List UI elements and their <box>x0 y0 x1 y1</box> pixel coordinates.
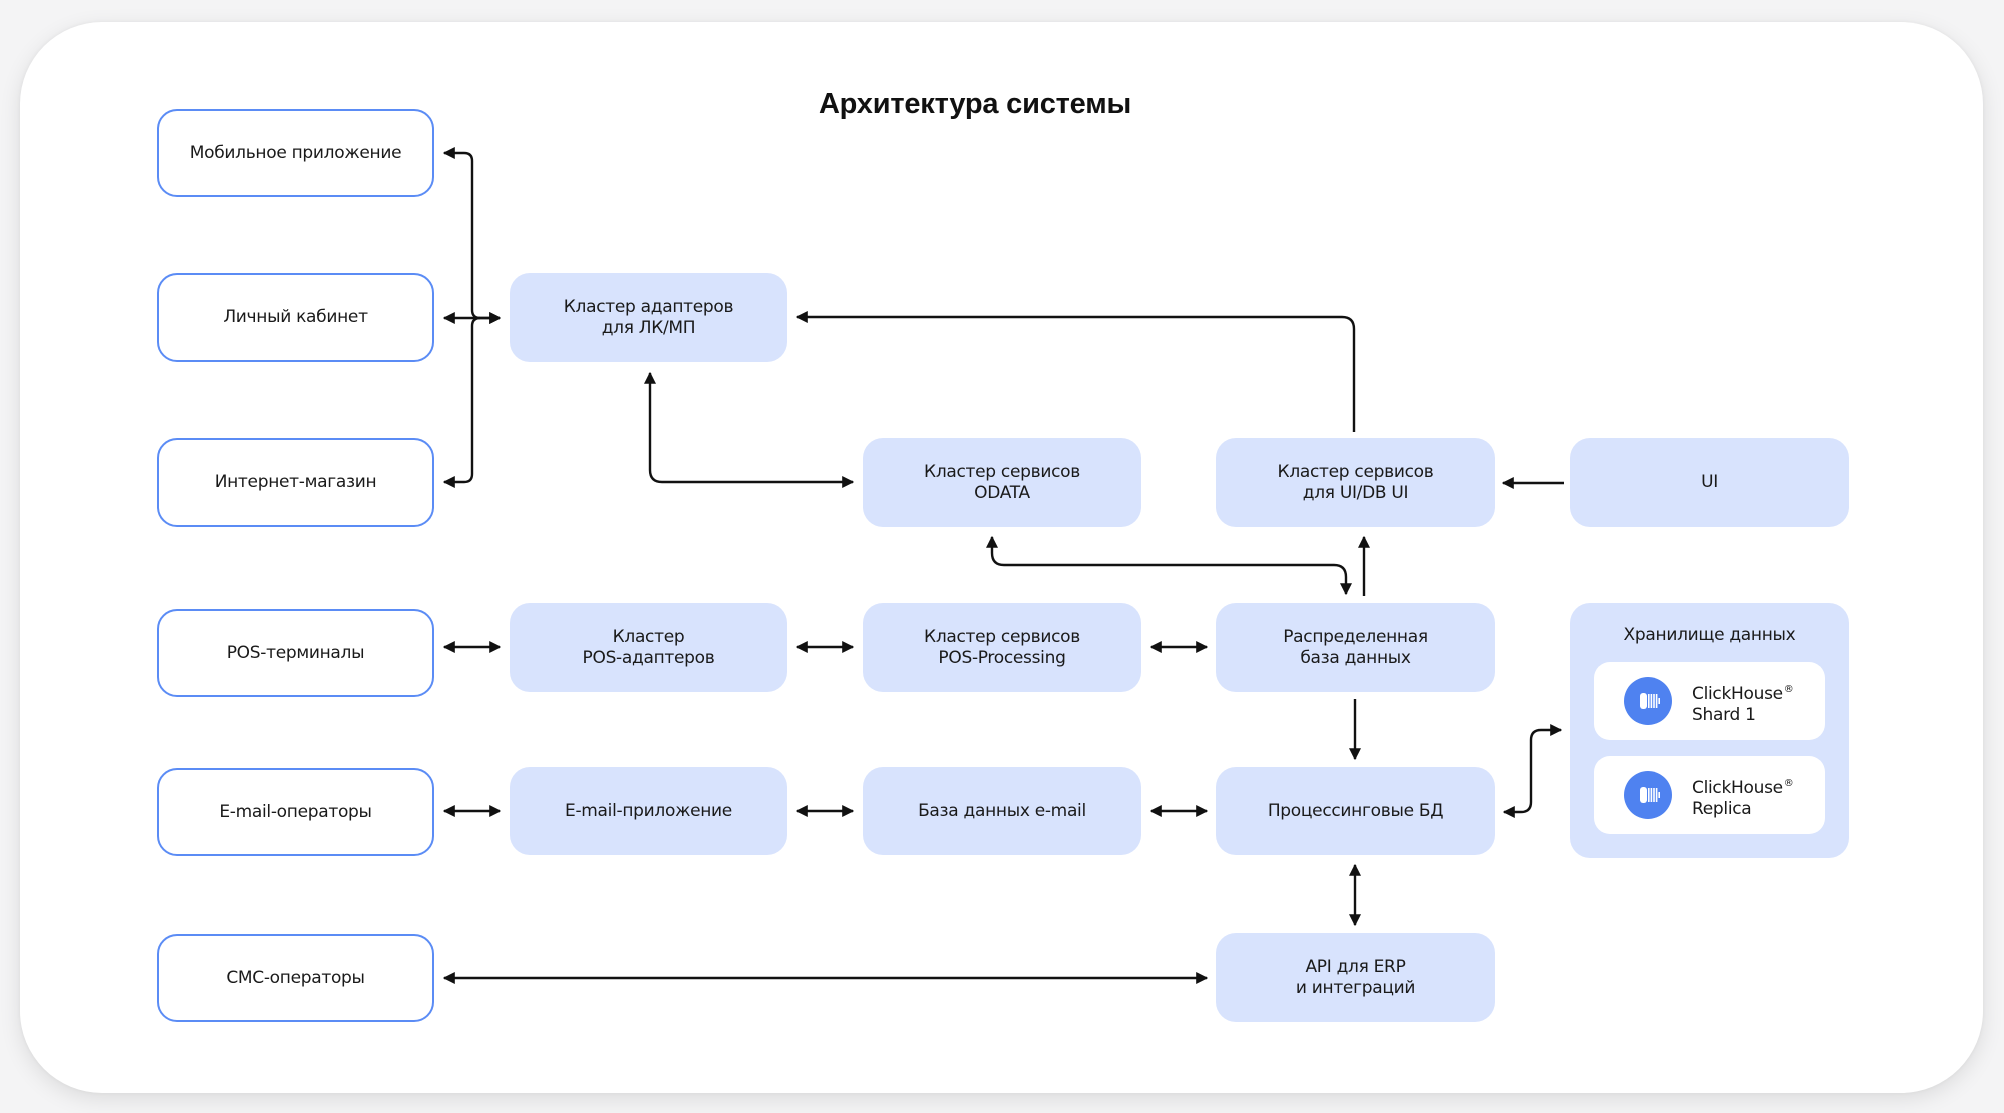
external-sms-operators[interactable]: СМС-операторы <box>157 934 434 1022</box>
service-ui[interactable]: UI <box>1570 438 1849 527</box>
node-label: API для ERP и интеграций <box>1295 956 1416 998</box>
node-label: E-mail-операторы <box>219 801 372 822</box>
data-storage-group[interactable]: Хранилище данных ClickHouse® Shard 1 <box>1570 603 1849 858</box>
node-label: СМС-операторы <box>226 967 365 988</box>
connector-odata-distdb <box>986 535 1352 596</box>
node-label: UI <box>1701 472 1718 492</box>
db-name: ClickHouse <box>1692 684 1783 704</box>
connector-procdb-storage <box>1502 724 1563 818</box>
node-label: Кластер сервисов для UI/DB UI <box>1277 461 1434 503</box>
node-label: Кластер POS-адаптеров <box>582 626 715 668</box>
node-label: E-mail-приложение <box>565 800 732 821</box>
db-role: Shard 1 <box>1692 705 1756 725</box>
connector-adapters-odata <box>644 371 855 488</box>
node-label: Мобильное приложение <box>189 142 402 163</box>
diagram-title-text: Архитектура системы <box>818 88 1132 120</box>
node-label: POS-терминалы <box>226 642 365 663</box>
service-distributed-db[interactable]: Распределенная база данных <box>1216 603 1495 692</box>
db-role: Replica <box>1692 799 1752 819</box>
service-erp-api[interactable]: API для ERP и интеграций <box>1216 933 1495 1022</box>
node-label: Интернет-магазин <box>214 472 377 492</box>
node-label: Кластер сервисов ODATA <box>924 461 1080 503</box>
external-pos-terminals[interactable]: POS-терминалы <box>157 609 434 697</box>
connector-uidb-adapters <box>795 311 1356 432</box>
node-label: Кластер сервисов POS-Processing <box>924 626 1080 668</box>
service-email-db[interactable]: База данных e-mail <box>863 767 1141 855</box>
registered-mark: ® <box>1783 684 1794 695</box>
clickhouse-icon <box>1624 677 1672 725</box>
node-label: База данных e-mail <box>918 800 1086 821</box>
registered-mark: ® <box>1783 778 1794 789</box>
service-pos-adapters[interactable]: Кластер POS-адаптеров <box>510 603 787 692</box>
service-adapters-lk-mp[interactable]: Кластер адаптеров для ЛК/МП <box>510 273 787 362</box>
node-label: Кластер адаптеров для ЛК/МП <box>563 296 734 338</box>
service-ui-db-ui-cluster[interactable]: Кластер сервисов для UI/DB UI <box>1216 438 1495 527</box>
external-email-operators[interactable]: E-mail-операторы <box>157 768 434 856</box>
connector-shop-adapters <box>442 316 481 488</box>
external-online-shop[interactable]: Интернет-магазин <box>157 438 434 527</box>
clickhouse-replica-item[interactable]: ClickHouse® Replica <box>1594 756 1825 834</box>
clickhouse-icon <box>1624 771 1672 819</box>
service-odata-cluster[interactable]: Кластер сервисов ODATA <box>863 438 1141 527</box>
clickhouse-shard-label: ClickHouse® Shard 1 <box>1692 679 1794 726</box>
clickhouse-replica-label: ClickHouse® Replica <box>1692 773 1794 820</box>
clickhouse-shard-item[interactable]: ClickHouse® Shard 1 <box>1594 662 1825 740</box>
node-label: Распределенная база данных <box>1283 626 1428 668</box>
node-label: Процессинговые БД <box>1267 800 1444 821</box>
node-label: Личный кабинет <box>223 307 368 327</box>
connector-mobile-adapters <box>442 147 502 324</box>
external-mobile-app[interactable]: Мобильное приложение <box>157 109 434 197</box>
service-email-app[interactable]: E-mail-приложение <box>510 767 787 855</box>
external-personal-cabinet[interactable]: Личный кабинет <box>157 273 434 362</box>
service-pos-processing[interactable]: Кластер сервисов POS-Processing <box>863 603 1141 692</box>
diagram-title: Архитектура системы <box>0 88 2004 121</box>
db-name: ClickHouse <box>1692 778 1783 798</box>
storage-title: Хранилище данных <box>1623 625 1796 645</box>
service-processing-db[interactable]: Процессинговые БД <box>1216 767 1495 855</box>
